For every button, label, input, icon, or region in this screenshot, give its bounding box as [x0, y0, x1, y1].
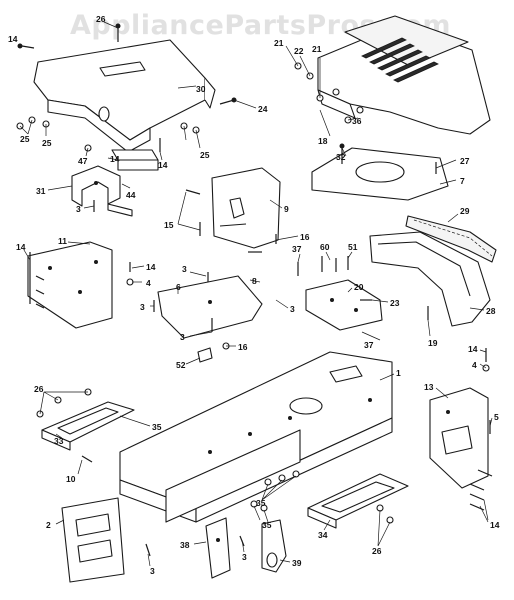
callout-13: 13: [424, 382, 434, 392]
mount-plate-part-44: [111, 149, 159, 171]
callout-39: 39: [292, 558, 302, 568]
callout-60: 60: [320, 242, 330, 252]
callout-26: 26: [34, 384, 44, 394]
callout-3: 3: [150, 566, 155, 576]
callout-29: 29: [460, 206, 470, 216]
footrest-part-33: [41, 401, 135, 451]
callout-10: 10: [66, 474, 76, 484]
callout-8: 8: [252, 276, 257, 286]
callout-14: 14: [468, 344, 478, 354]
callout-18: 18: [318, 136, 328, 146]
dash-panel-part-30: [33, 39, 216, 153]
callout-28: 28: [486, 306, 496, 316]
callout-19: 19: [428, 338, 438, 348]
callout-6: 6: [176, 282, 181, 292]
callout-1: 1: [396, 368, 401, 378]
callout-33: 33: [54, 436, 64, 446]
callout-51: 51: [348, 242, 358, 252]
frame-part-1: [119, 351, 393, 523]
callout-3: 3: [182, 264, 187, 274]
callout-36: 36: [352, 116, 362, 126]
callout-15: 15: [164, 220, 174, 230]
callout-9: 9: [284, 204, 289, 214]
panel-part-9: [211, 167, 281, 249]
callout-26: 26: [372, 546, 382, 556]
callout-16: 16: [300, 232, 310, 242]
callout-11: 11: [58, 236, 67, 246]
callout-3: 3: [242, 552, 247, 562]
callout-26: 26: [96, 14, 106, 24]
callout-52: 52: [176, 360, 186, 370]
callout-14: 14: [8, 34, 18, 44]
callout-35: 35: [262, 520, 272, 530]
callout-34: 34: [318, 530, 328, 540]
bracket-part-20: [305, 279, 383, 331]
callout-21: 21: [274, 38, 284, 48]
callout-23: 23: [390, 298, 400, 308]
callout-16: 16: [238, 342, 248, 352]
callout-21: 21: [312, 44, 322, 54]
callout-labels: 14 26 30 24 25 25 47 14 14 25 31 44 3 21…: [8, 14, 500, 576]
callout-24: 24: [258, 104, 268, 114]
callout-25: 25: [20, 134, 30, 144]
callout-37: 37: [292, 244, 302, 254]
bracket-part-39: [261, 519, 287, 573]
callout-30: 30: [196, 84, 206, 94]
side-panel-part-13: [429, 387, 489, 489]
fasteners: [16, 23, 493, 557]
callout-3: 3: [290, 304, 295, 314]
callout-3: 3: [140, 302, 145, 312]
grille-part-28: [369, 231, 491, 327]
callout-27: 27: [460, 156, 470, 166]
hood-pan-part-7: [311, 147, 449, 201]
callout-25: 25: [200, 150, 210, 160]
callout-14: 14: [158, 160, 168, 170]
callout-14: 14: [110, 154, 120, 164]
callout-22: 22: [294, 46, 304, 56]
callout-37: 37: [364, 340, 374, 350]
callout-3: 3: [76, 204, 81, 214]
callout-14: 14: [146, 262, 156, 272]
bracket-part-38: [205, 517, 231, 579]
bracket-part-31: [71, 165, 133, 217]
callout-38: 38: [180, 540, 190, 550]
callout-7: 7: [460, 176, 465, 186]
callout-25: 25: [42, 138, 52, 148]
callout-14: 14: [490, 520, 500, 530]
callout-32: 32: [336, 152, 346, 162]
callout-35: 35: [256, 498, 266, 508]
callout-4: 4: [472, 360, 477, 370]
plate-part-6: [157, 275, 263, 339]
frame-rail: [165, 429, 301, 523]
grille-strip-part-29: [405, 215, 497, 263]
callout-5: 5: [494, 412, 499, 422]
callout-44: 44: [126, 190, 136, 200]
callout-3: 3: [180, 332, 185, 342]
leader-lines: [19, 21, 493, 567]
side-panel-part-11: [27, 241, 113, 329]
callout-20: 20: [354, 282, 364, 292]
callout-4: 4: [146, 278, 151, 288]
footrest-part-34: [307, 473, 409, 529]
callout-2: 2: [46, 520, 51, 530]
callout-31: 31: [36, 186, 46, 196]
callout-47: 47: [78, 156, 88, 166]
callout-35: 35: [152, 422, 162, 432]
callout-14: 14: [16, 242, 26, 252]
hood-part-21: [317, 15, 491, 135]
front-plate-part-2: [61, 497, 125, 583]
hood-grille-slots: [361, 37, 439, 83]
